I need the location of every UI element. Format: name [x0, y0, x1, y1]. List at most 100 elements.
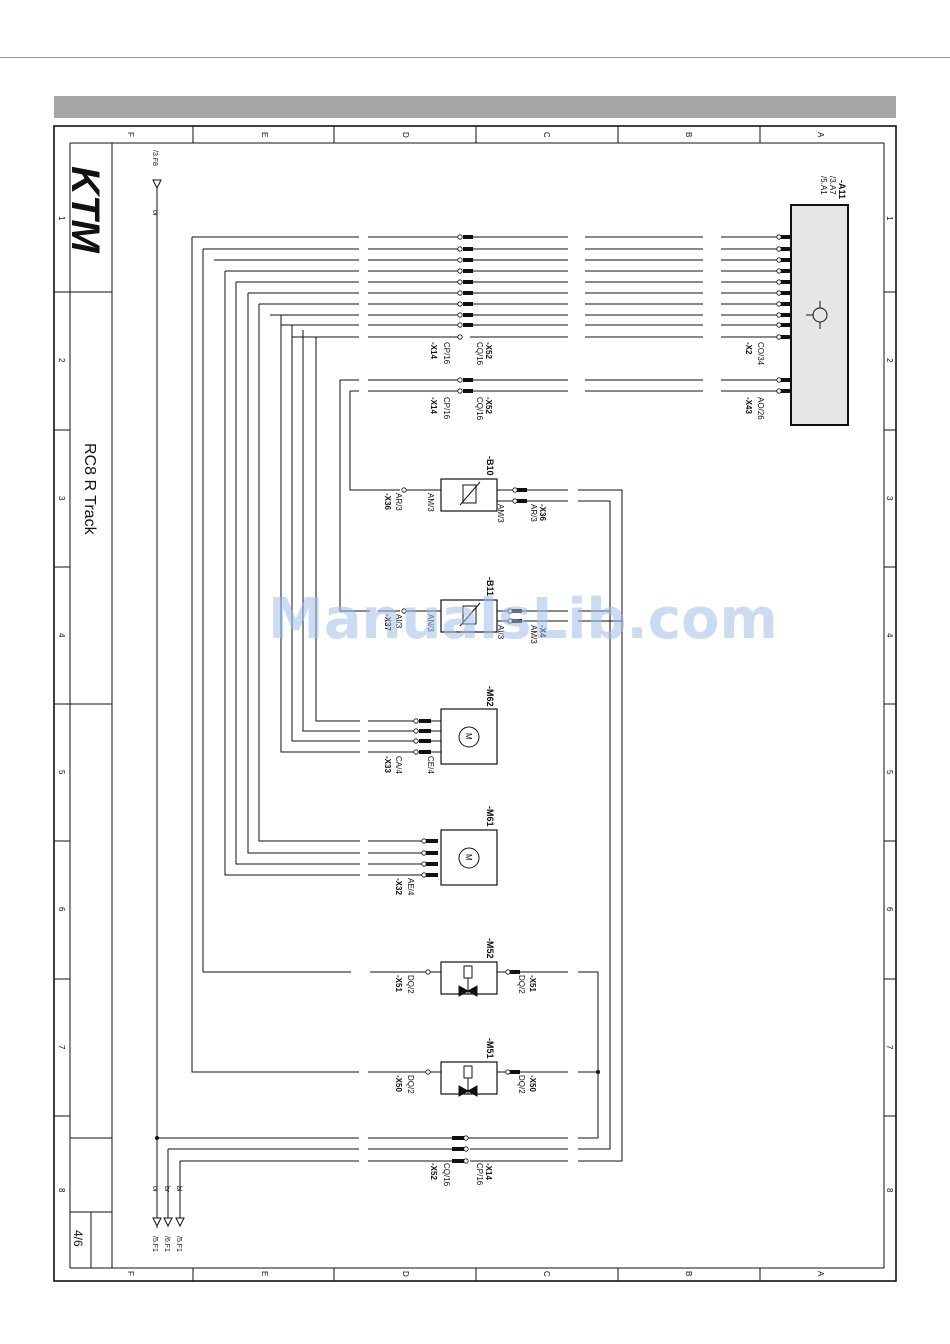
- col-marker-3-right: 3: [885, 496, 894, 501]
- col-marker-1-right: 1: [885, 216, 894, 221]
- reference-arrows: [152, 179, 185, 1228]
- x52-top-pins: CQ/16: [475, 342, 484, 366]
- b11-left-inner-pins: AN/3: [426, 614, 435, 632]
- m51-label: -M51: [485, 1038, 495, 1059]
- x14-mid-pins: CP/16: [442, 397, 451, 420]
- pin-blocks-x2: [781, 235, 791, 393]
- x36-right-pins: AR/3: [529, 504, 538, 522]
- m62-motor-icon: [458, 726, 480, 748]
- row-marker-c-bottom: C: [542, 1271, 551, 1277]
- page-top-rule: [0, 57, 950, 58]
- junction-dots: [155, 1070, 600, 1140]
- b11-right-pins: AM/3: [529, 625, 538, 644]
- col-marker-5-right: 5: [885, 770, 894, 775]
- x50-right-label: -X50: [528, 1075, 537, 1092]
- b10-left-pins: AM/3: [426, 493, 435, 512]
- col-marker-8: 8: [57, 1188, 66, 1193]
- col-marker-4: 4: [57, 633, 66, 638]
- x51-right-pins: DQ/2: [517, 975, 526, 994]
- col-marker-5: 5: [57, 770, 66, 775]
- b10-sensor-icon: [459, 481, 481, 506]
- row-marker-a: A: [816, 132, 825, 138]
- row-marker-f-bottom: F: [126, 1271, 135, 1276]
- row-marker-b: B: [684, 132, 693, 137]
- outer-frame: [53, 125, 897, 1282]
- x50-left-label: -X50: [394, 1075, 403, 1092]
- x14-bottom-pins: CP/16: [475, 1163, 484, 1186]
- x51-right-label: -X51: [528, 975, 537, 992]
- x52-top-label: -X52: [484, 342, 493, 359]
- b11-sensor-icon: [459, 602, 481, 627]
- m52-pin-circles: [425, 969, 511, 975]
- m62-pin-blocks: [419, 719, 431, 754]
- m61-symbol: M: [464, 854, 473, 861]
- header-band: [54, 96, 896, 118]
- row-marker-d: D: [401, 132, 410, 138]
- x36-left-label: -X36: [383, 493, 392, 510]
- bot-ref-br-signal: br: [163, 1186, 170, 1193]
- x32-label: -X32: [394, 878, 403, 895]
- x52-mid-pins: CQ/16: [475, 397, 484, 421]
- row-marker-e: E: [260, 132, 269, 137]
- row-marker-f: F: [126, 132, 135, 137]
- m62-symbol: M: [464, 733, 473, 740]
- x50-left-pins: DQ/2: [406, 1075, 415, 1094]
- row-ticks: [192, 126, 761, 1281]
- m61-pin-blocks: [426, 839, 438, 877]
- col-marker-6-right: 6: [885, 907, 894, 912]
- column-ticks: [54, 291, 896, 1117]
- a11-ref-2: /5.A1: [819, 176, 828, 195]
- wire-group: [156, 218, 779, 1228]
- a11-label: -A11: [837, 180, 847, 199]
- col-marker-3: 3: [57, 496, 66, 501]
- col-marker-7: 7: [57, 1045, 66, 1050]
- row-marker-c: C: [542, 132, 551, 138]
- col-marker-1: 1: [57, 216, 66, 221]
- pin-blocks-bottom: [452, 1136, 464, 1163]
- row-marker-d-bottom: D: [401, 1271, 410, 1277]
- b10-pin-circles: [401, 487, 518, 504]
- a11-symbol-icon: [806, 301, 828, 329]
- row-marker-b-bottom: B: [684, 1271, 693, 1276]
- x50-right-pins: DQ/2: [517, 1075, 526, 1094]
- bot-ref-br-label: /6.F1: [163, 1236, 170, 1252]
- x32-pins: AE/4: [406, 878, 415, 896]
- watermark: ManualsLib.com: [268, 587, 778, 652]
- col-marker-2: 2: [57, 358, 66, 363]
- b11-pin-circles: [401, 608, 513, 624]
- x33-label: -X33: [383, 756, 392, 773]
- x33-pins: CA/4: [394, 756, 403, 774]
- column-markers-left: 1 2 3 4 5 6 7 8: [57, 216, 66, 1193]
- x14-bottom-label: -X14: [484, 1163, 493, 1180]
- m52-valve-icon: [458, 965, 478, 997]
- ktm-logo: KTM: [63, 166, 107, 254]
- row-marker-a-bottom: A: [816, 1271, 825, 1277]
- m62-pin-circles: [413, 718, 419, 755]
- col-marker-6: 6: [57, 907, 66, 912]
- b11-right-inner-pins: AI/3: [496, 625, 505, 640]
- bot-ref-or-signal: or: [151, 1186, 158, 1193]
- bot-ref-bl-signal: bl: [175, 1186, 182, 1192]
- x51-left-label: -X51: [394, 975, 403, 992]
- x36-right-label: -X36: [538, 504, 547, 521]
- x43-label: -X43: [744, 397, 753, 414]
- b11-pin-blocks: [512, 609, 522, 623]
- col-marker-2-right: 2: [885, 358, 894, 363]
- bot-ref-or-label: /5.F1: [151, 1236, 158, 1252]
- pin-circles-bottom: [463, 1135, 469, 1164]
- m62-leads: [431, 720, 441, 753]
- top-ref-label: /3.F8: [151, 150, 158, 166]
- row-markers-top: F E D C B A: [126, 132, 825, 138]
- m51-pin-circles: [425, 1069, 511, 1075]
- x43-pins: AO/26: [756, 397, 765, 420]
- m51-valve-icon: [458, 1065, 478, 1097]
- b11-right-label: -X4: [538, 625, 547, 638]
- m61-label: -M61: [485, 806, 495, 827]
- x52-mid-label: -X52: [484, 397, 493, 414]
- x52-bottom-label: -X52: [429, 1163, 438, 1180]
- x14-mid-label: -X14: [429, 397, 438, 414]
- page-number: 4/6: [71, 1230, 85, 1247]
- col-marker-4-right: 4: [885, 633, 894, 638]
- b10-pin-blocks: [517, 488, 527, 503]
- col-marker-7-right: 7: [885, 1045, 894, 1050]
